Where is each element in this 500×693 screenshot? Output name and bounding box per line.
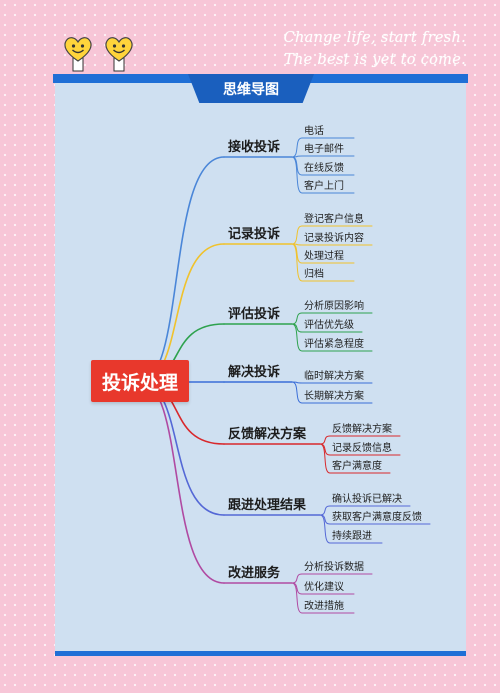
leaf-connector: [319, 514, 331, 525]
leaf-connector: [291, 312, 303, 325]
leaf-label: 长期解决方案: [304, 391, 364, 402]
leaf-label: 处理过程: [304, 251, 344, 262]
leaf-connector: [291, 323, 303, 352]
branch-label: 接收投诉: [228, 140, 281, 155]
leaf-label: 评估紧急程度: [304, 339, 364, 350]
heart-smiley-icon: [64, 37, 92, 72]
branch-label: 记录投诉: [228, 227, 281, 242]
leaf-connector: [291, 156, 303, 194]
leaf-connector: [291, 381, 303, 404]
page-title: 思维导图: [188, 74, 314, 103]
leaf-label: 电话: [304, 126, 324, 137]
branch-connector: [139, 156, 225, 383]
leaf-label: 反馈解决方案: [332, 424, 392, 435]
leaf-connector: [291, 323, 303, 333]
leaf-label: 优化建议: [304, 582, 344, 593]
leaf-connector: [291, 573, 303, 584]
leaf-connector: [291, 137, 303, 158]
leaf-connector: [319, 443, 331, 474]
leaf-label: 在线反馈: [304, 163, 344, 174]
leaf-label: 客户满意度: [332, 461, 382, 472]
branch-label: 解决投诉: [228, 365, 281, 380]
leaf-label: 记录投诉内容: [304, 233, 364, 244]
leaf-connector: [291, 225, 303, 245]
leaf-label: 分析投诉数据: [304, 562, 364, 573]
branch-label: 改进服务: [228, 566, 281, 581]
heart-smiley-icon: [105, 37, 133, 72]
leaf-label: 临时解决方案: [304, 371, 364, 382]
leaf-connector: [319, 505, 331, 516]
leaf-label: 记录反馈信息: [332, 443, 392, 454]
central-topic: 投诉处理: [91, 360, 189, 402]
leaf-label: 分析原因影响: [304, 301, 364, 312]
leaf-connector: [291, 243, 303, 282]
leaf-connector: [319, 435, 331, 445]
leaf-label: 持续跟进: [332, 531, 372, 542]
leaf-label: 确认投诉已解决: [332, 494, 402, 505]
leaf-connector: [319, 514, 331, 544]
leaf-label: 电子邮件: [304, 144, 344, 155]
branch-label: 跟进处理结果: [228, 498, 307, 513]
branch-label: 评估投诉: [228, 307, 281, 322]
leaf-label: 评估优先级: [304, 320, 354, 331]
branch-label: 反馈解决方案: [228, 427, 307, 442]
leaf-label: 客户上门: [304, 181, 344, 192]
leaf-connector: [291, 582, 303, 614]
leaf-label: 登记客户信息: [304, 214, 364, 225]
branch-connector: [139, 381, 225, 584]
leaf-label: 改进措施: [304, 601, 344, 612]
leaf-label: 归档: [304, 269, 324, 280]
leaf-label: 获取客户满意度反馈: [332, 512, 422, 523]
header-slogan-line1: Change life, start fresh.: [283, 30, 466, 46]
header-slogan-line2: The best is yet to come.: [284, 52, 466, 68]
